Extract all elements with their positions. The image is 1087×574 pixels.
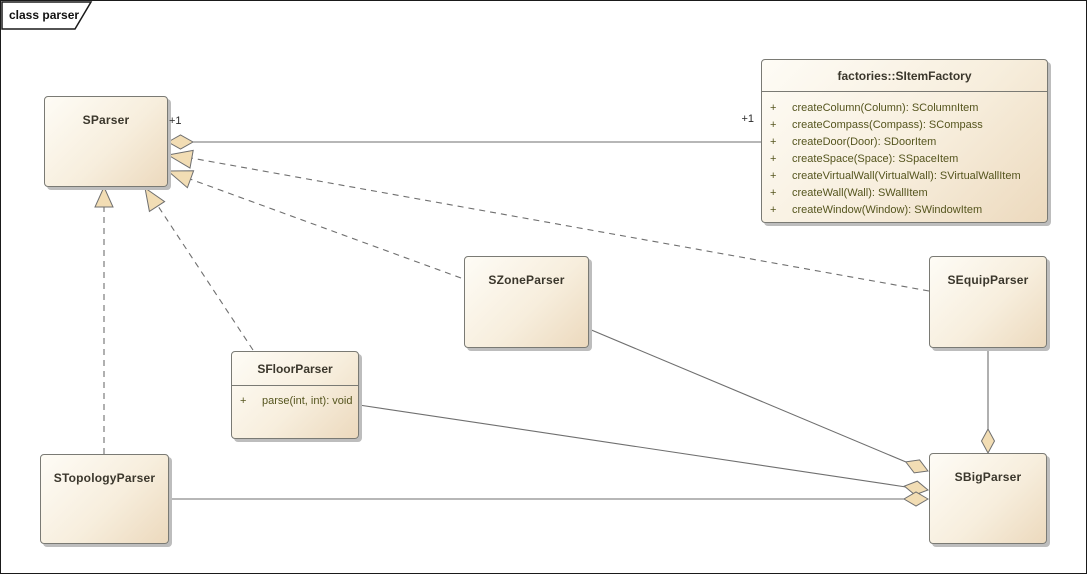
frame-tab — [1, 1, 93, 30]
class-name: SZoneParser — [488, 273, 565, 287]
method-signature: createCompass(Compass): SCompass — [792, 119, 983, 131]
method-signature: createSpace(Space): SSpaceItem — [792, 153, 959, 165]
edge-realization-sequipparser-sparser[interactable] — [190, 157, 930, 292]
class-box-sitemfactory[interactable]: factories::SItemFactory + createColumn(C… — [761, 59, 1048, 223]
aggregation-diamond-icon — [166, 134, 195, 150]
aggregation-diamond-icon — [904, 459, 929, 474]
class-name: SEquipParser — [947, 273, 1029, 287]
diagram-frame-label: class parser — [9, 8, 80, 22]
visibility: + — [770, 136, 777, 148]
visibility: + — [770, 187, 777, 199]
methods-compartment: + createColumn(Column): SColumnItem + cr… — [762, 92, 1047, 219]
method-signature: createColumn(Column): SColumnItem — [792, 102, 979, 114]
methods-compartment: + parse(int, int): void — [232, 386, 358, 410]
method-signature: parse(int, int): void — [262, 395, 353, 407]
class-box-sequipparser[interactable]: SEquipParser — [929, 256, 1047, 348]
visibility: + — [240, 395, 247, 407]
class-box-sparser[interactable]: SParser — [44, 96, 168, 187]
aggregation-diamond-icon — [903, 491, 929, 507]
class-box-sbigparser[interactable]: SBigParser — [929, 453, 1047, 544]
class-name: SBigParser — [954, 470, 1022, 484]
aggregation-diamond-icon — [903, 480, 929, 496]
edge-realization-szoneparser-sparser[interactable] — [189, 178, 462, 279]
aggregation-diamond-icon — [980, 427, 996, 455]
realization-arrowhead-icon — [166, 170, 195, 189]
multiplicity-label-target: +1 — [741, 113, 754, 125]
edge-realization-sfloorparser-sparser[interactable] — [157, 205, 254, 351]
method-row: + parse(int, int): void — [232, 393, 358, 410]
method-row: + createWindow(Window): SWindowItem — [762, 202, 1047, 219]
method-row: + createColumn(Column): SColumnItem — [762, 100, 1047, 117]
method-row: + createVirtualWall(VirtualWall): SVirtu… — [762, 168, 1047, 185]
method-signature: createWall(Wall): SWallItem — [792, 187, 928, 199]
realization-arrowhead-icon — [166, 149, 194, 169]
visibility: + — [770, 153, 777, 165]
visibility: + — [770, 170, 777, 182]
method-row: + createCompass(Compass): SCompass — [762, 117, 1047, 134]
visibility: + — [770, 204, 777, 216]
class-box-szoneparser[interactable]: SZoneParser — [464, 256, 589, 348]
edge-aggregation-sbigparser-szoneparser[interactable] — [588, 328, 907, 463]
realization-arrowhead-icon — [144, 186, 166, 213]
method-signature: createWindow(Window): SWindowItem — [792, 204, 983, 216]
class-name: factories::SItemFactory — [762, 60, 1047, 92]
visibility: + — [770, 119, 777, 131]
method-signature: createDoor(Door): SDoorItem — [792, 136, 937, 148]
method-row: + createWall(Wall): SWallItem — [762, 185, 1047, 202]
method-signature: createVirtualWall(VirtualWall): SVirtual… — [792, 170, 1021, 182]
edge-aggregation-sbigparser-sfloorparser[interactable] — [358, 404, 907, 488]
multiplicity-label-source: +1 — [169, 115, 182, 127]
method-row: + createDoor(Door): SDoorItem — [762, 134, 1047, 151]
class-name: SParser — [82, 113, 130, 127]
class-name: STopologyParser — [53, 471, 156, 485]
visibility: + — [770, 102, 777, 114]
class-name: SFloorParser — [232, 352, 358, 386]
realization-arrowhead-icon — [94, 185, 114, 208]
class-box-sfloorparser[interactable]: SFloorParser + parse(int, int): void — [231, 351, 359, 439]
method-row: + createSpace(Space): SSpaceItem — [762, 151, 1047, 168]
class-box-stopologyparser[interactable]: STopologyParser — [40, 454, 169, 544]
